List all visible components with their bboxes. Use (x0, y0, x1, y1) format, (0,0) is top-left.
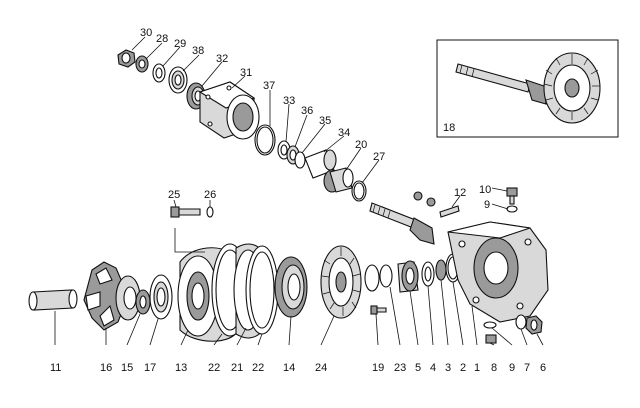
part-6-plug (525, 315, 543, 335)
part-28-washer (135, 55, 149, 73)
label-25: 25 (168, 189, 180, 201)
label-10: 10 (479, 184, 491, 196)
label-32: 32 (216, 53, 228, 65)
part-20-bearing (323, 167, 354, 193)
label-33: 33 (283, 95, 295, 107)
small-nut-b (426, 197, 436, 207)
label-38: 38 (192, 45, 204, 57)
part-31-housing (198, 81, 260, 140)
label-36: 36 (301, 105, 313, 117)
part-1-main-housing (447, 221, 549, 323)
part-3-shim (435, 259, 447, 281)
label-9-bottom: 9 (509, 362, 515, 374)
label-26: 26 (204, 189, 216, 201)
pinion-shaft (369, 202, 435, 245)
label-1: 1 (474, 362, 480, 374)
label-22-a: 22 (208, 362, 220, 374)
label-30: 30 (140, 27, 152, 39)
part-17-seal (149, 274, 173, 320)
inset-gearset-box (436, 39, 619, 138)
part-10-plug (506, 187, 518, 205)
part-7-ring (515, 314, 527, 330)
part-9-washer-top (506, 205, 518, 213)
label-31: 31 (240, 67, 252, 79)
label-24: 24 (315, 362, 327, 374)
label-2: 2 (460, 362, 466, 374)
label-11: 11 (50, 362, 61, 374)
part-12-stud (439, 205, 460, 218)
part-15-washer (135, 289, 151, 315)
label-18: 18 (443, 122, 455, 134)
callouts: 30 28 29 38 32 31 37 33 36 35 34 20 27 1… (50, 27, 546, 374)
part-29-ring (152, 63, 166, 83)
upper-assembly (117, 49, 435, 245)
part-14-bearing (274, 256, 308, 318)
part-27-ring (351, 180, 367, 202)
label-5: 5 (415, 362, 421, 374)
part-22-gasket-b (245, 245, 279, 335)
label-7: 7 (524, 362, 530, 374)
label-22-b: 22 (252, 362, 264, 374)
label-14: 14 (283, 362, 295, 374)
label-29: 29 (174, 38, 186, 50)
part-5-bearing (397, 260, 419, 293)
label-21: 21 (231, 362, 243, 374)
part-9-washer-bottom (483, 321, 497, 329)
part-23-ring (364, 264, 393, 292)
label-15: 15 (121, 362, 133, 374)
part-24-ring-gear (320, 245, 362, 319)
label-37: 37 (263, 80, 275, 92)
part-11-shaft (28, 289, 78, 311)
part-8-plug (485, 334, 497, 344)
label-23: 23 (394, 362, 406, 374)
lower-assembly (28, 187, 549, 344)
part-34-sleeve (304, 149, 337, 179)
label-28: 28 (156, 33, 168, 45)
part-30-nut (117, 49, 136, 68)
part-35-spacer (294, 151, 306, 169)
label-9-top: 9 (484, 199, 490, 211)
part-16-hub (83, 261, 141, 331)
label-35: 35 (319, 115, 331, 127)
label-3: 3 (445, 362, 451, 374)
small-nut-a (413, 191, 423, 201)
label-17: 17 (144, 362, 156, 374)
leader-lines (54, 36, 544, 346)
label-34: 34 (338, 127, 350, 139)
part-4-race (421, 261, 435, 287)
label-27: 27 (373, 151, 385, 163)
label-13: 13 (175, 362, 187, 374)
label-19: 19 (372, 362, 384, 374)
part-38-bearing (168, 66, 188, 94)
label-6: 6 (540, 362, 546, 374)
part-19-bolt (370, 305, 387, 315)
label-20: 20 (355, 139, 367, 151)
label-12: 12 (454, 187, 466, 199)
part-37-oring (254, 124, 276, 156)
label-16: 16 (100, 362, 112, 374)
label-8: 8 (491, 362, 497, 374)
part-25-screw (170, 206, 201, 218)
label-4: 4 (430, 362, 436, 374)
part-26-washer (206, 206, 214, 218)
